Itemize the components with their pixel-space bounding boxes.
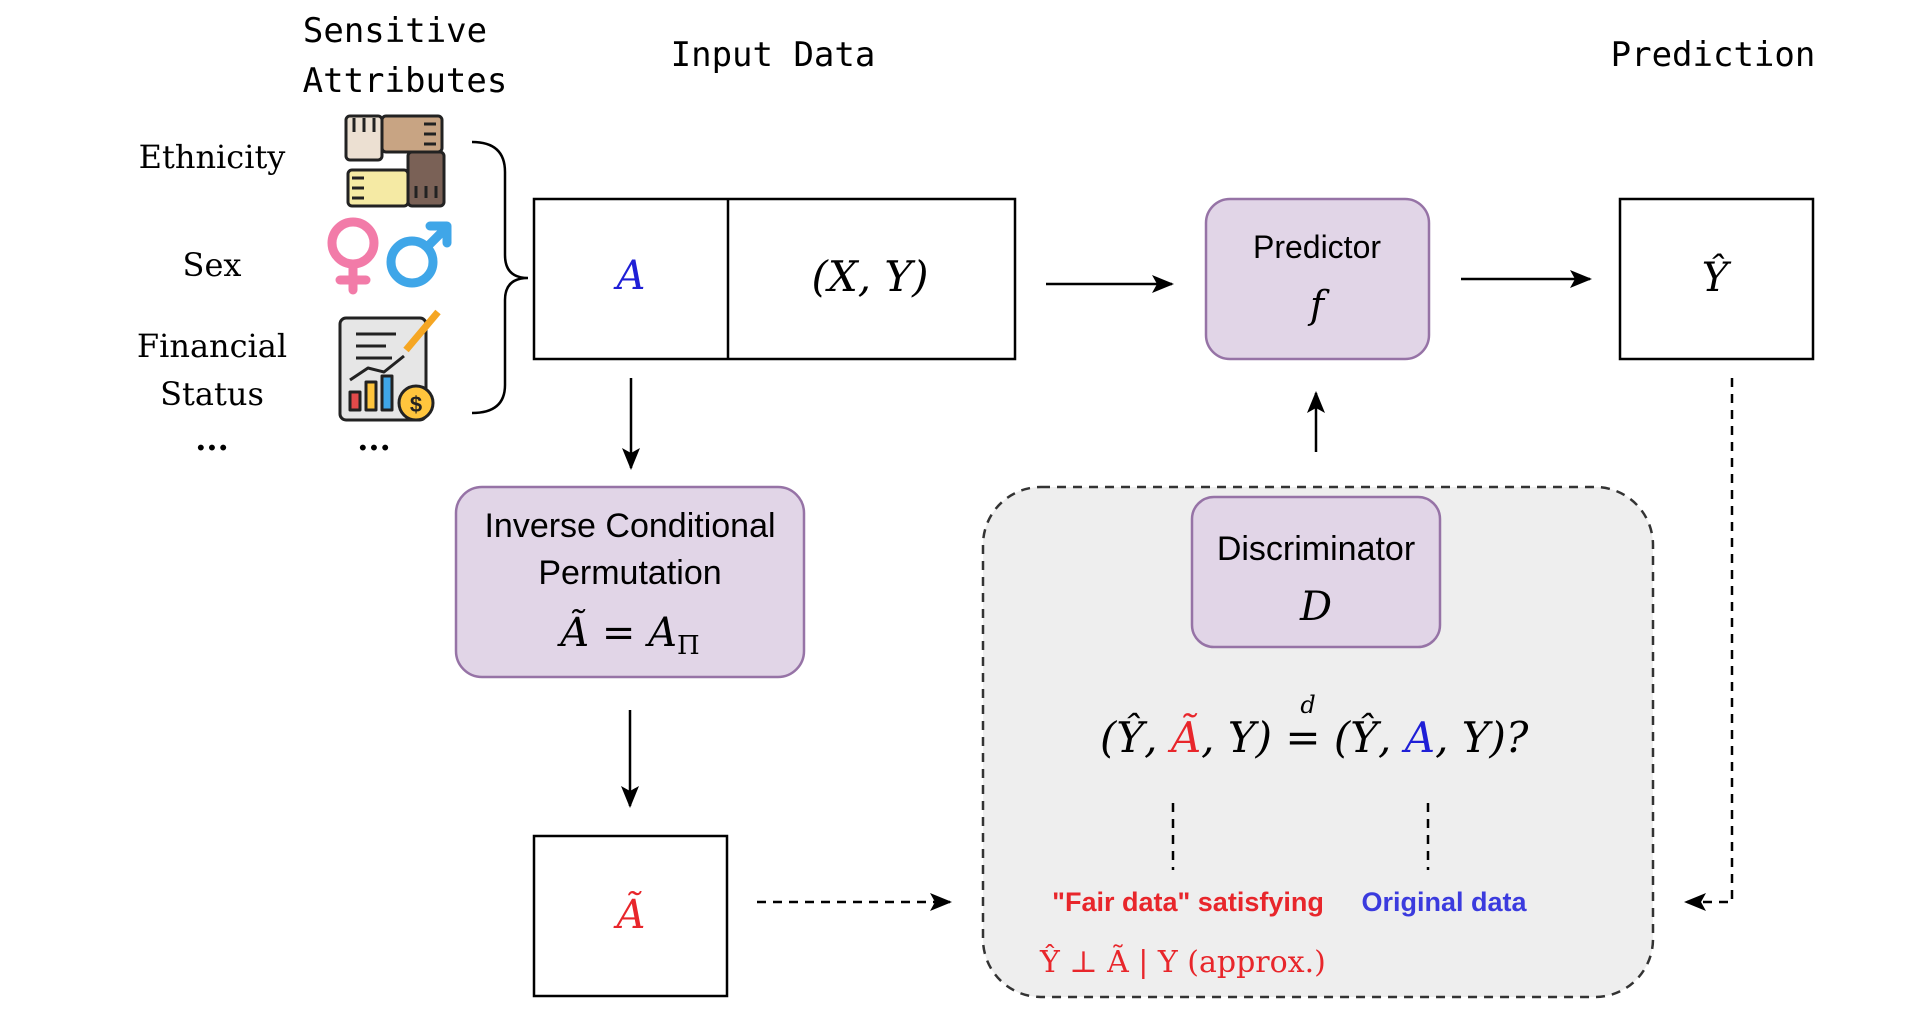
original-data-label: Original data (1361, 887, 1527, 917)
discriminator-region (981, 485, 1655, 999)
attribute-sex: Sex (183, 246, 242, 284)
header-prediction: Prediction (1611, 35, 1816, 75)
attribute-ethnicity: Ethnicity (139, 138, 286, 176)
a-tilde-symbol: Ã (613, 891, 646, 938)
gender-symbols-icon (327, 217, 452, 295)
icp-formula: Ã = AΠ (556, 609, 699, 661)
input-data-box (532, 197, 1017, 361)
fair-data-formula: Ŷ ⊥ Ã | Y (approx.) (1039, 944, 1326, 980)
icp-formula-rhs: A (644, 610, 677, 656)
icon-ellipsis: ... (357, 420, 390, 458)
input-xy-symbol: (X, Y) (811, 252, 928, 301)
icp-line2: Permutation (538, 554, 721, 592)
equation-part3: , Y) (1201, 713, 1285, 762)
predictor-box (1204, 197, 1431, 361)
prediction-y-hat: Ŷ (1702, 254, 1732, 301)
attributes-brace (471, 140, 529, 415)
fair-data-label: "Fair data" satisfying (1052, 887, 1324, 917)
discriminator-title: Discriminator (1217, 530, 1415, 568)
equation-part4: (Ŷ, (1321, 712, 1405, 762)
equation-a-tilde: Ã (1167, 712, 1201, 762)
input-a-symbol: A (613, 253, 646, 299)
a-tilde-box (532, 834, 729, 998)
arrow-prediction-to-discriminator (1684, 378, 1734, 911)
discriminator-equation: (Ŷ, Ã, Y) = (Ŷ, A, Y)? (1100, 712, 1529, 762)
header-input-data: Input Data (671, 35, 876, 75)
equation-part1: (Ŷ, (1100, 712, 1171, 762)
attribute-financial-line1: Financial (137, 327, 287, 365)
header-sensitive-line2: Attributes (303, 61, 508, 101)
attribute-ellipsis: ... (195, 420, 228, 458)
header-sensitive-line1: Sensitive (303, 11, 487, 51)
prediction-box (1618, 197, 1815, 361)
equation-a: A (1401, 713, 1435, 762)
svg-text:$: $ (410, 392, 422, 417)
attribute-financial-line2: Status (160, 375, 264, 413)
predictor-title: Predictor (1253, 229, 1381, 265)
icp-box (454, 485, 806, 679)
equation-part6: , Y)? (1435, 713, 1529, 762)
equation-d-superscript: d (1300, 691, 1315, 719)
icp-formula-lhs: Ã (556, 609, 589, 656)
discriminator-box (1190, 495, 1442, 649)
financial-report-icon: $ (338, 309, 441, 422)
icp-formula-sub: Π (677, 631, 700, 661)
discriminator-symbol: D (1299, 584, 1332, 630)
icp-line1: Inverse Conditional (484, 507, 775, 545)
hands-icon (344, 114, 446, 208)
icp-formula-eq: = (589, 610, 648, 656)
equation-equals: = (1285, 713, 1320, 762)
